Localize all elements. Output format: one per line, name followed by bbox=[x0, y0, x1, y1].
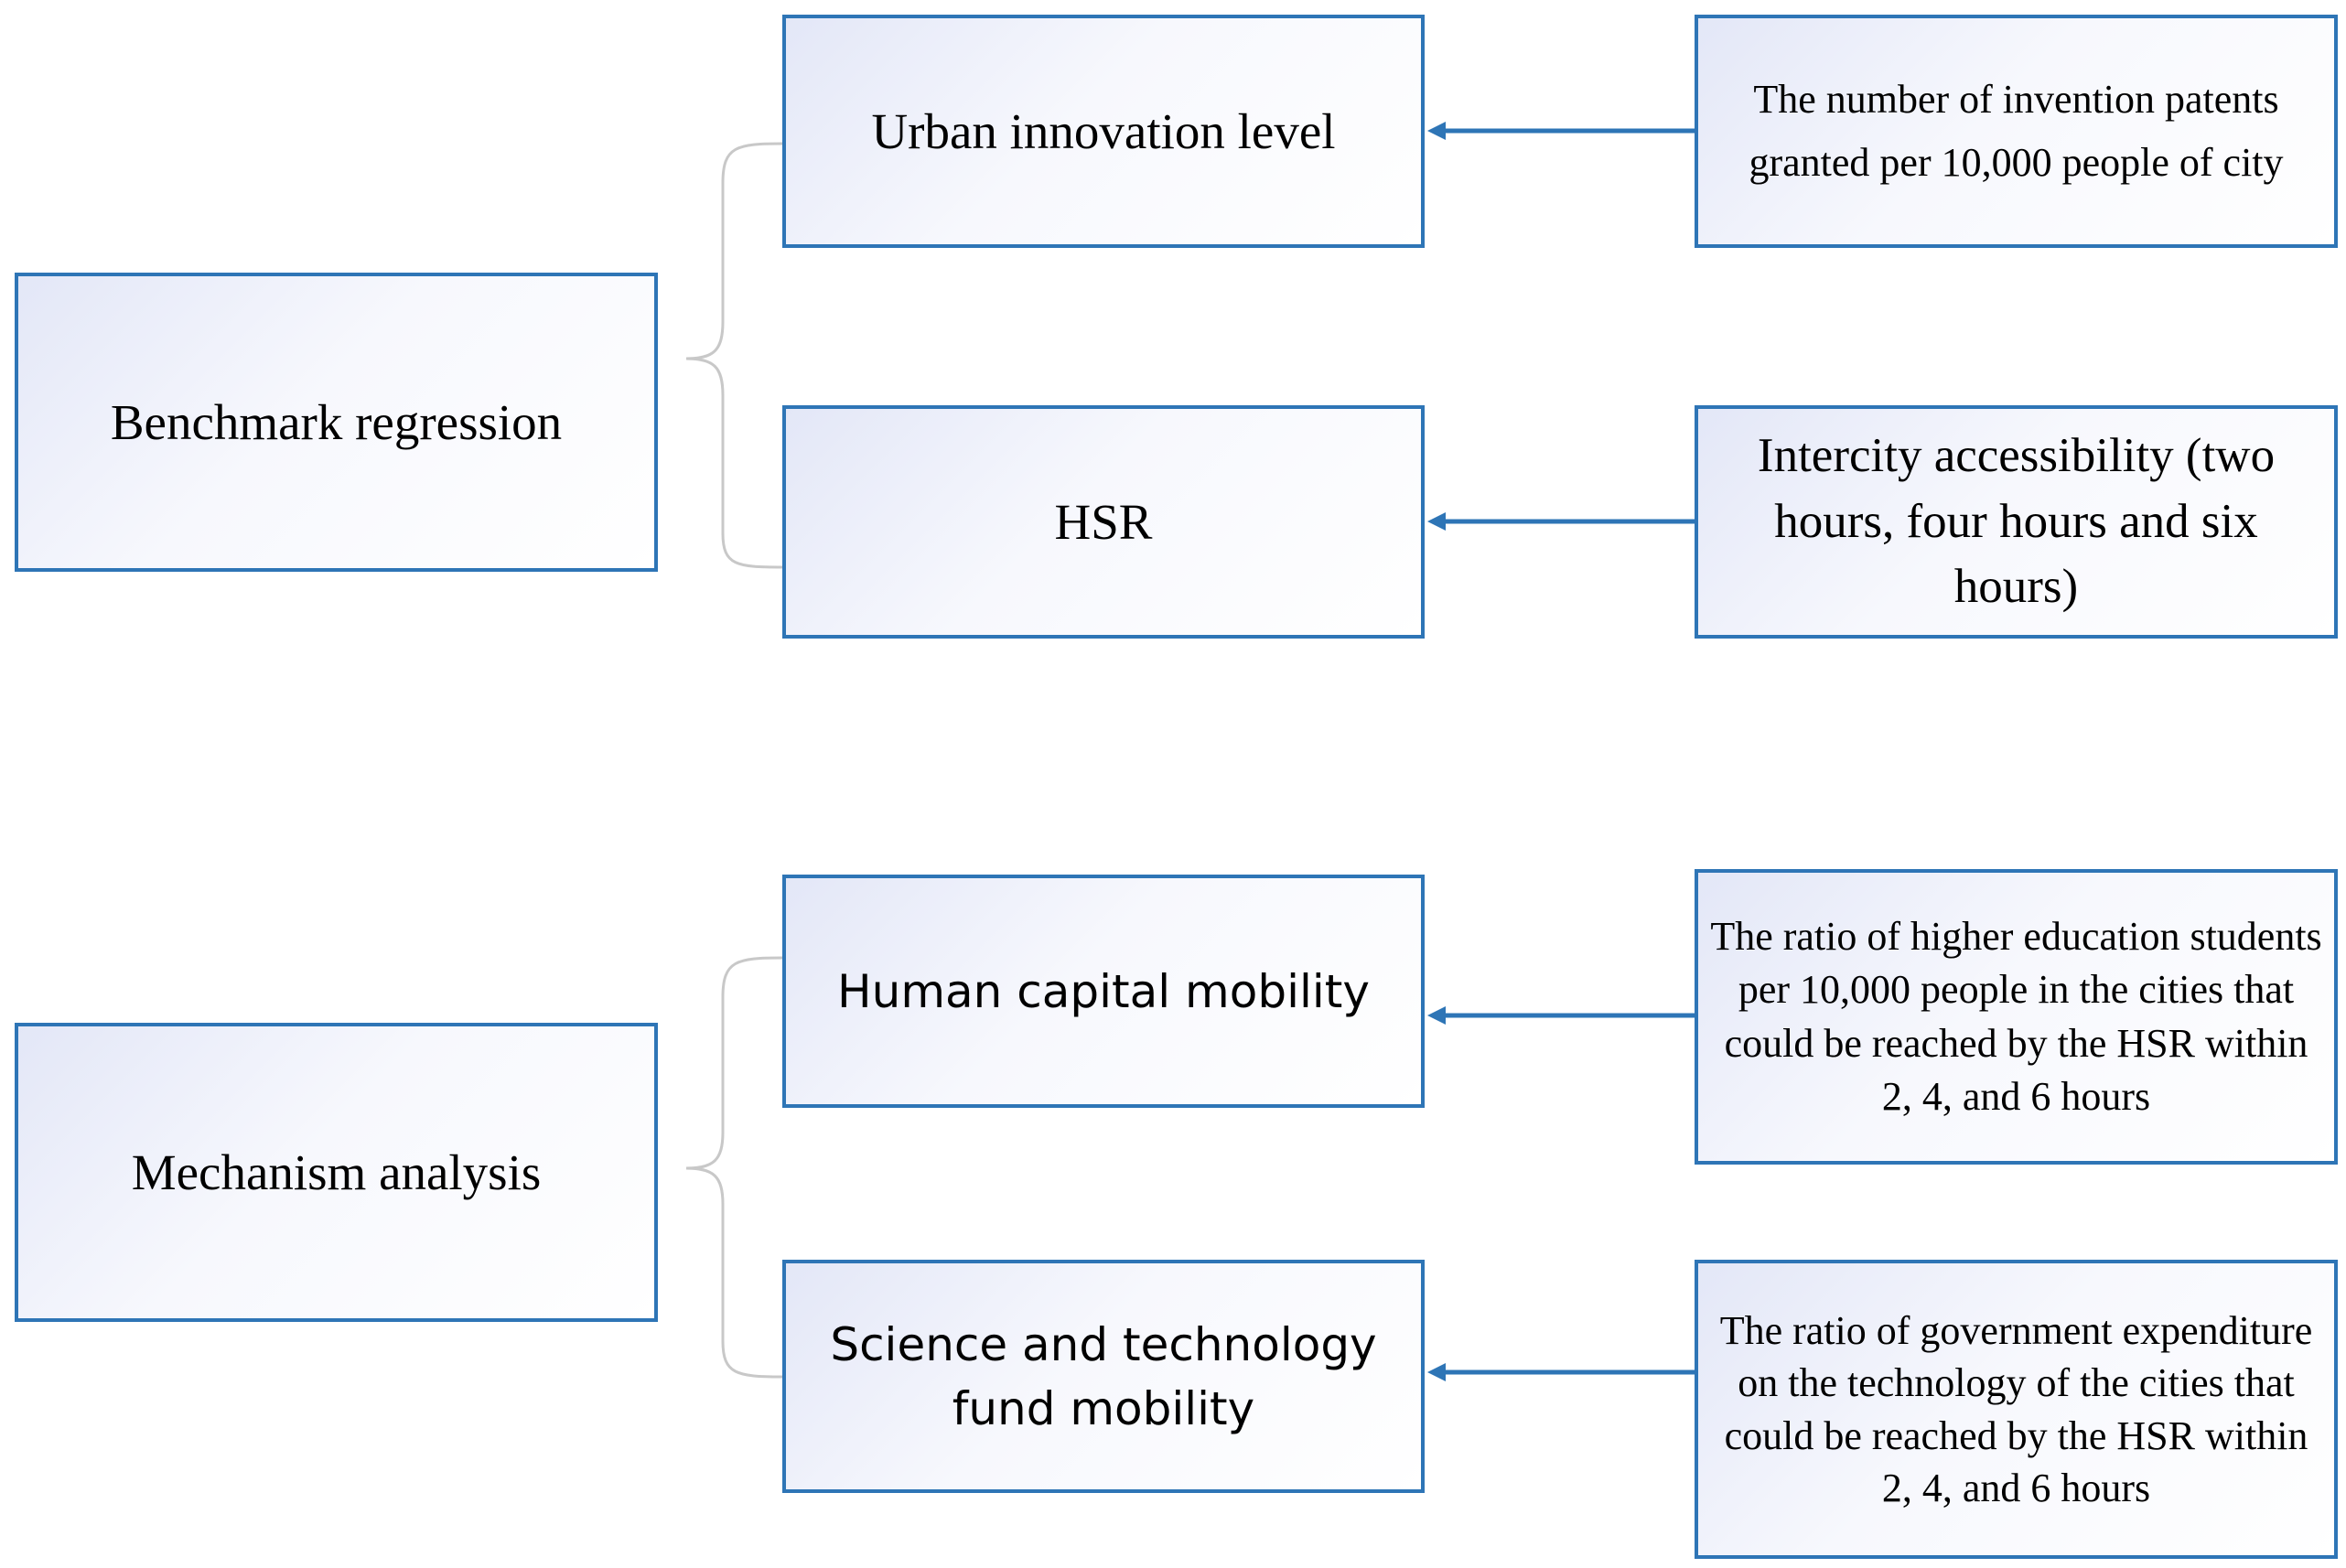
human-capital-measure-box: The ratio of higher education students p… bbox=[1695, 869, 2338, 1165]
bracket-mechanism-analysis bbox=[685, 956, 783, 1379]
st-fund-measure-box: The ratio of government expenditure on t… bbox=[1695, 1260, 2338, 1559]
st-fund-measure-text: The ratio of government expenditure on t… bbox=[1719, 1308, 2313, 1510]
urban-innovation-measure-box: The number of invention patents granted … bbox=[1695, 15, 2338, 248]
benchmark-regression-box: Benchmark regression bbox=[15, 273, 658, 572]
urban-innovation-measure-text: The number of invention patents granted … bbox=[1749, 77, 2284, 185]
mechanism-analysis-label: Mechanism analysis bbox=[131, 1144, 542, 1200]
human-capital-mobility-box: Human capital mobility bbox=[782, 875, 1425, 1108]
human-capital-measure-text: The ratio of higher education students p… bbox=[1710, 914, 2322, 1119]
human-capital-mobility-label: Human capital mobility bbox=[837, 964, 1370, 1018]
urban-innovation-level-box: Urban innovation level bbox=[782, 15, 1425, 248]
bracket-benchmark-regression bbox=[685, 142, 783, 569]
urban-innovation-level-label: Urban innovation level bbox=[871, 103, 1336, 159]
hsr-measure-text: Intercity accessibility (two hours, four… bbox=[1757, 429, 2276, 614]
benchmark-regression-label: Benchmark regression bbox=[110, 394, 563, 450]
hsr-label: HSR bbox=[1054, 494, 1153, 550]
st-fund-mobility-box: Science and technology fund mobility bbox=[782, 1260, 1425, 1493]
mechanism-analysis-box: Mechanism analysis bbox=[15, 1023, 658, 1322]
hsr-measure-box: Intercity accessibility (two hours, four… bbox=[1695, 405, 2338, 639]
hsr-box: HSR bbox=[782, 405, 1425, 639]
st-fund-mobility-label: Science and technology fund mobility bbox=[830, 1317, 1377, 1435]
